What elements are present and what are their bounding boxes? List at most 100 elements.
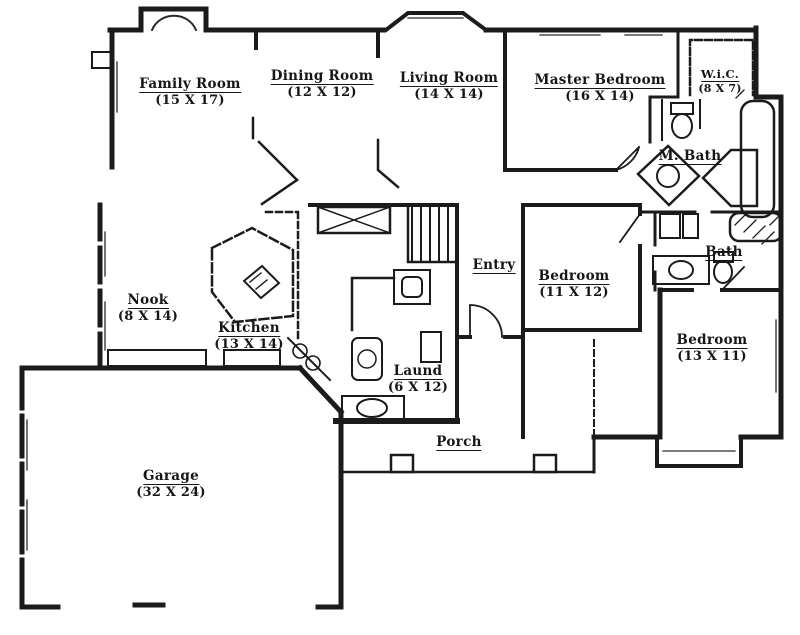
room-label-living-room: Living Room (14 X 14) <box>399 68 499 103</box>
room-label-dining-room: Dining Room (12 X 12) <box>270 66 374 101</box>
laundry-fixtures <box>341 331 442 421</box>
interior-walls <box>251 28 783 440</box>
room-name: Entry <box>472 257 516 275</box>
master-bath-fixtures <box>636 89 781 245</box>
room-label-laundry: Laund (6 X 12) <box>388 361 448 396</box>
wall-living-bay <box>383 11 489 33</box>
room-name: Living Room <box>399 70 499 88</box>
porch-post-icon <box>532 453 558 474</box>
entry-door-leaf <box>469 304 503 338</box>
room-name: Garage <box>143 468 199 486</box>
room-size: (8 X 14) <box>117 309 179 325</box>
cooktop-icon <box>242 264 281 300</box>
bedroom-e-door-leaf <box>618 212 642 244</box>
room-name: Porch <box>436 434 482 452</box>
stairs-icon <box>316 205 459 264</box>
room-name: Laund <box>393 363 443 381</box>
sink-icon <box>356 398 388 418</box>
wic-closet <box>688 38 755 97</box>
toilet-icon <box>670 102 694 115</box>
kitchen-island-icon <box>210 226 295 324</box>
room-size: (14 X 14) <box>414 87 484 103</box>
vanity-icon <box>652 255 710 285</box>
room-label-nook: Nook (8 X 14) <box>118 290 178 325</box>
kitchen-counter-dashed <box>264 210 300 342</box>
powder-room <box>393 269 431 305</box>
bathtub-icon <box>728 211 784 243</box>
stair-treads <box>411 206 449 263</box>
room-label-wic: W.i.C. (8 X 7) <box>698 64 741 95</box>
room-name: Bath <box>705 244 743 262</box>
room-label-m-bath: M. Bath <box>658 146 722 166</box>
base-cabinet <box>223 349 281 367</box>
bath-closet <box>659 213 681 239</box>
porch-post-icon <box>389 453 415 474</box>
room-name: Bedroom <box>676 332 748 350</box>
room-label-garage: Garage (32 X 24) <box>136 466 205 501</box>
room-size: (15 X 17) <box>155 93 225 109</box>
sink-icon <box>305 355 321 371</box>
wall-garage-corner-sw <box>19 592 61 610</box>
room-size: (6 X 12) <box>387 380 449 396</box>
wall-family-diag-a <box>257 140 299 182</box>
room-label-porch: Porch <box>436 432 482 452</box>
room-size: (32 X 24) <box>136 485 206 501</box>
wall-family-notch <box>91 51 113 69</box>
room-size: (12 X 12) <box>287 85 357 101</box>
mbath-toilet-alcove <box>661 99 701 141</box>
tub-deck-hatch <box>734 89 781 245</box>
utility-sink-cabinet <box>341 395 405 421</box>
room-name: Nook <box>127 292 169 310</box>
powder-walls <box>393 269 431 305</box>
kitchen-sink-counter <box>286 336 332 382</box>
room-name: Family Room <box>139 76 241 94</box>
washer-icon <box>351 337 383 381</box>
washer-door <box>357 349 377 369</box>
toilet-icon <box>401 276 423 298</box>
room-label-bedroom-southeast: Bedroom (13 X 11) <box>676 330 748 365</box>
room-name: M. Bath <box>658 148 722 166</box>
wall-box-bay <box>655 435 743 468</box>
sink-icon <box>292 343 308 359</box>
wic-walls <box>688 38 755 97</box>
wall-family-bay <box>138 6 209 33</box>
family-bay-arch <box>150 14 198 32</box>
sink-icon <box>656 164 680 188</box>
base-cabinet <box>107 349 207 367</box>
bedroom-se-door-leaf <box>720 265 746 292</box>
toilet-icon <box>671 113 693 139</box>
cooktop-lines <box>249 272 268 290</box>
room-size: (11 X 12) <box>539 285 609 301</box>
exterior-walls <box>19 6 784 610</box>
room-name: Bedroom <box>538 268 610 286</box>
master-door-leaf <box>614 145 641 172</box>
room-label-family-room: Family Room (15 X 17) <box>139 74 241 109</box>
vanity-sink-icon <box>636 144 701 207</box>
room-size: (13 X 14) <box>214 337 284 353</box>
wall-family-diag-b <box>260 178 299 206</box>
room-label-bath: Bath <box>705 242 743 262</box>
stair-xbox <box>316 205 392 235</box>
sink-icon <box>668 260 694 280</box>
garden-tub-icon <box>739 99 776 219</box>
room-label-master-bedroom: Master Bedroom (16 X 14) <box>534 70 666 105</box>
porch-structure <box>333 339 596 474</box>
room-size: (16 X 14) <box>565 89 635 105</box>
room-label-bedroom-east: Bedroom (11 X 12) <box>538 266 610 301</box>
stair-enclosure <box>406 205 459 264</box>
room-name: W.i.C. <box>700 67 740 82</box>
bath-closet <box>682 213 699 239</box>
wall-dining-ell <box>376 138 400 189</box>
room-name: Master Bedroom <box>534 72 666 90</box>
wall-powder <box>350 276 396 332</box>
room-size: (8 X 7) <box>698 81 742 95</box>
kitchen-fixtures <box>107 210 332 382</box>
room-name: Kitchen <box>218 320 280 338</box>
shower-icon <box>701 148 759 208</box>
stair-xbox-cross <box>317 206 391 234</box>
wall-kitchen-diagonal <box>296 364 345 416</box>
toilet-icon <box>713 260 733 284</box>
window-lines <box>26 14 777 551</box>
